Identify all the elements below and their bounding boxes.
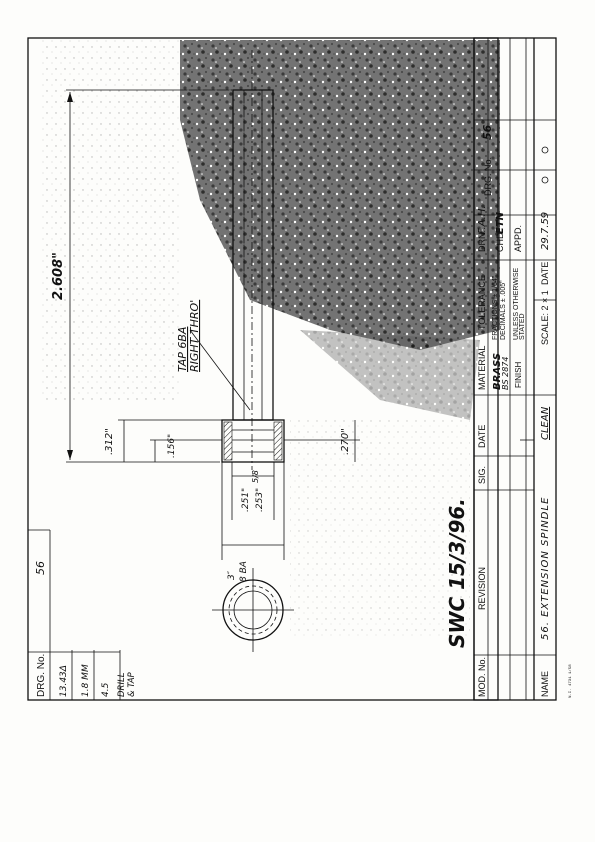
name-label: NAME — [540, 671, 550, 697]
top-col-3: 4.5 — [101, 682, 111, 697]
revision-label: REVISION — [477, 567, 487, 610]
tap-note-line-1: TAP 6BA — [176, 327, 189, 372]
signature-text: SWC 15/3/96. — [445, 498, 469, 648]
head-length-label: .312" — [104, 428, 115, 455]
bore-diameter-dimension: .251" .253" 5/8 3″ 8 BA — [221, 462, 285, 582]
appd-label: APPD. — [513, 225, 523, 252]
date2-value: 29.7.59 — [540, 212, 551, 250]
mod-no-label: MOD. No. — [477, 657, 487, 697]
shank-diameter-dimension: .270" — [284, 420, 360, 462]
title-block: MOD. No. REVISION SIG. DATE MATERIAL TOL… — [473, 37, 573, 701]
top-drg-no-value: 56 — [34, 561, 47, 575]
top-col-1: 13.43Δ — [59, 665, 69, 697]
chd-value: ETN — [495, 211, 506, 234]
finish-label: FINISH — [514, 362, 523, 388]
tap-note-line-2: RIGHT THRO' — [188, 300, 201, 372]
date-label: DATE — [477, 425, 487, 448]
thread-dia-b: 8 BA — [239, 561, 249, 582]
overall-length-label: 2.608" — [51, 252, 66, 300]
finish-value: CLEAN — [540, 406, 551, 440]
drn-value: F.A.H. — [477, 205, 488, 234]
material-value-2: BS 2874 — [501, 357, 510, 390]
material-label: MATERIAL — [477, 346, 487, 390]
shank-diameter-label: .270" — [340, 428, 351, 455]
top-col-2: 1.8 MM — [81, 664, 91, 697]
date2-label: DATE — [540, 262, 550, 285]
size-marker-label: 5/8 — [251, 470, 260, 483]
top-col-5: & TAP — [127, 671, 137, 697]
drg-no-label: DRG. No. — [483, 157, 493, 196]
scan-noise — [40, 40, 500, 640]
counterbore-depth-label: .156" — [167, 434, 177, 458]
tolerance-decimals: DECIMALS ± .005" — [500, 280, 507, 340]
name-value: 56. EXTENSION SPINDLE — [540, 497, 551, 640]
tolerance-unless-2: STATED — [519, 313, 526, 340]
drn-label: DRN. — [477, 230, 487, 252]
top-col-4: DRILL — [117, 672, 127, 697]
material-value-1: BRASS — [492, 353, 503, 390]
signature: SWC 15/3/96. — [445, 498, 469, 648]
chd-label: CHD. — [495, 230, 505, 252]
scale-value: SCALE: 2 × 1 — [540, 290, 550, 345]
counterbore-depth-dimension: .156" — [150, 434, 222, 462]
part-side-view — [221, 50, 285, 470]
drawing-border — [27, 37, 499, 701]
top-left-block: DRG. No. 56 13.43Δ 1.8 MM 4.5 DRILL & TA… — [28, 529, 137, 700]
head-length-dimension: .312" — [104, 419, 222, 462]
printer-mark: N.I. 4731 1/58 — [568, 664, 573, 698]
end-view — [212, 568, 294, 652]
tolerance-fractions: FRACTIONS ± 1/64" — [492, 275, 499, 340]
tap-note: TAP 6BA RIGHT THRO' — [176, 300, 251, 411]
tolerance-unless-1: UNLESS OTHERWISE — [513, 267, 520, 340]
thread-dia-a: 3″ — [227, 570, 237, 580]
sig-label: SIG. — [477, 466, 487, 484]
dia-min-label: .251" — [241, 488, 251, 512]
top-drg-no-label: DRG. No. — [36, 654, 47, 697]
tolerance-label: TOLERANCE — [477, 275, 487, 330]
dia-max-label: .253" — [255, 488, 265, 512]
overall-length-dimension: 2.608" — [51, 89, 232, 463]
drg-no-value: 56 — [481, 124, 494, 140]
